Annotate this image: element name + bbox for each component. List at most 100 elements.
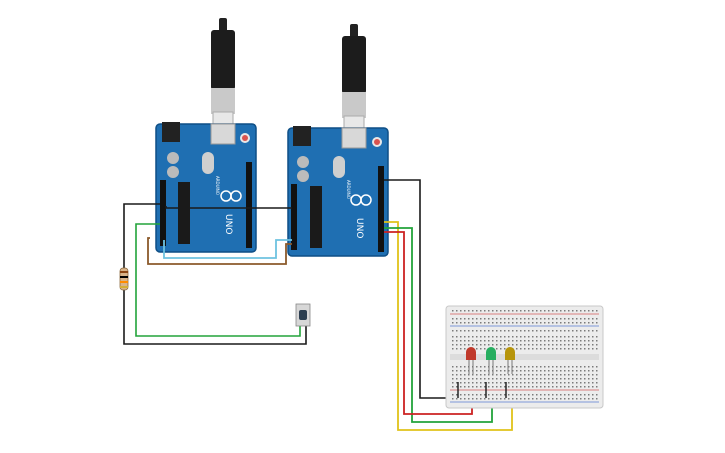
breadboard-hole[interactable] [584,370,586,372]
breadboard-hole[interactable] [520,386,522,388]
reset-button[interactable] [374,139,380,145]
breadboard-hole[interactable] [584,318,586,320]
breadboard-hole[interactable] [488,382,490,384]
breadboard-hole[interactable] [580,330,582,332]
breadboard-hole[interactable] [508,394,510,396]
breadboard-hole[interactable] [540,318,542,320]
breadboard-hole[interactable] [540,382,542,384]
breadboard-hole[interactable] [480,378,482,380]
breadboard-hole[interactable] [500,394,502,396]
breadboard-hole[interactable] [592,318,594,320]
breadboard-hole[interactable] [476,398,478,400]
breadboard-hole[interactable] [480,394,482,396]
breadboard-hole[interactable] [572,378,574,380]
breadboard-hole[interactable] [464,330,466,332]
breadboard-hole[interactable] [548,378,550,380]
breadboard-hole[interactable] [488,394,490,396]
breadboard-hole[interactable] [580,370,582,372]
breadboard-hole[interactable] [576,322,578,324]
breadboard-hole[interactable] [580,348,582,350]
breadboard-hole[interactable] [556,394,558,396]
breadboard-hole[interactable] [496,386,498,388]
breadboard-hole[interactable] [516,322,518,324]
breadboard-hole[interactable] [492,322,494,324]
breadboard-hole[interactable] [520,374,522,376]
breadboard-hole[interactable] [496,394,498,396]
breadboard-hole[interactable] [508,378,510,380]
breadboard-hole[interactable] [544,310,546,312]
breadboard-hole[interactable] [556,318,558,320]
breadboard-hole[interactable] [548,322,550,324]
breadboard-hole[interactable] [588,394,590,396]
breadboard-hole[interactable] [468,340,470,342]
breadboard-hole[interactable] [516,336,518,338]
breadboard-hole[interactable] [484,374,486,376]
breadboard-hole[interactable] [464,310,466,312]
breadboard-hole[interactable] [572,318,574,320]
breadboard-hole[interactable] [468,330,470,332]
breadboard-hole[interactable] [520,378,522,380]
breadboard-hole[interactable] [452,336,454,338]
breadboard-hole[interactable] [540,340,542,342]
breadboard-hole[interactable] [560,322,562,324]
breadboard-hole[interactable] [588,398,590,400]
breadboard-hole[interactable] [504,378,506,380]
breadboard-hole[interactable] [504,382,506,384]
breadboard-hole[interactable] [512,330,514,332]
breadboard-hole[interactable] [528,394,530,396]
breadboard-hole[interactable] [540,344,542,346]
breadboard-hole[interactable] [580,344,582,346]
breadboard-hole[interactable] [460,318,462,320]
breadboard-hole[interactable] [500,366,502,368]
breadboard-hole[interactable] [476,366,478,368]
breadboard-hole[interactable] [580,366,582,368]
breadboard-hole[interactable] [500,382,502,384]
breadboard-hole[interactable] [484,336,486,338]
breadboard-hole[interactable] [572,394,574,396]
breadboard-hole[interactable] [588,348,590,350]
breadboard-hole[interactable] [588,386,590,388]
breadboard-hole[interactable] [516,394,518,396]
breadboard-hole[interactable] [592,348,594,350]
breadboard-hole[interactable] [556,330,558,332]
breadboard-hole[interactable] [468,318,470,320]
breadboard-hole[interactable] [544,318,546,320]
breadboard-hole[interactable] [476,344,478,346]
breadboard-hole[interactable] [456,310,458,312]
breadboard-hole[interactable] [584,348,586,350]
breadboard-hole[interactable] [592,394,594,396]
breadboard-hole[interactable] [580,374,582,376]
breadboard-hole[interactable] [540,386,542,388]
breadboard-hole[interactable] [596,318,598,320]
breadboard-hole[interactable] [580,378,582,380]
breadboard-hole[interactable] [532,318,534,320]
breadboard-hole[interactable] [472,394,474,396]
breadboard-hole[interactable] [544,394,546,396]
breadboard-hole[interactable] [592,336,594,338]
breadboard-hole[interactable] [528,370,530,372]
breadboard-hole[interactable] [500,348,502,350]
breadboard-hole[interactable] [596,378,598,380]
breadboard-hole[interactable] [520,398,522,400]
breadboard-hole[interactable] [544,322,546,324]
breadboard-hole[interactable] [572,344,574,346]
breadboard-hole[interactable] [548,366,550,368]
breadboard-hole[interactable] [492,344,494,346]
breadboard-hole[interactable] [536,318,538,320]
breadboard-hole[interactable] [572,340,574,342]
breadboard-hole[interactable] [560,318,562,320]
breadboard-hole[interactable] [584,398,586,400]
breadboard-hole[interactable] [452,348,454,350]
breadboard-hole[interactable] [508,398,510,400]
breadboard-hole[interactable] [548,398,550,400]
breadboard-hole[interactable] [496,398,498,400]
breadboard-hole[interactable] [568,340,570,342]
breadboard-hole[interactable] [528,310,530,312]
breadboard-hole[interactable] [500,398,502,400]
breadboard-hole[interactable] [476,330,478,332]
breadboard-hole[interactable] [528,382,530,384]
wire-green-right[interactable] [384,227,493,423]
breadboard-hole[interactable] [456,374,458,376]
breadboard-hole[interactable] [472,382,474,384]
breadboard-hole[interactable] [540,398,542,400]
